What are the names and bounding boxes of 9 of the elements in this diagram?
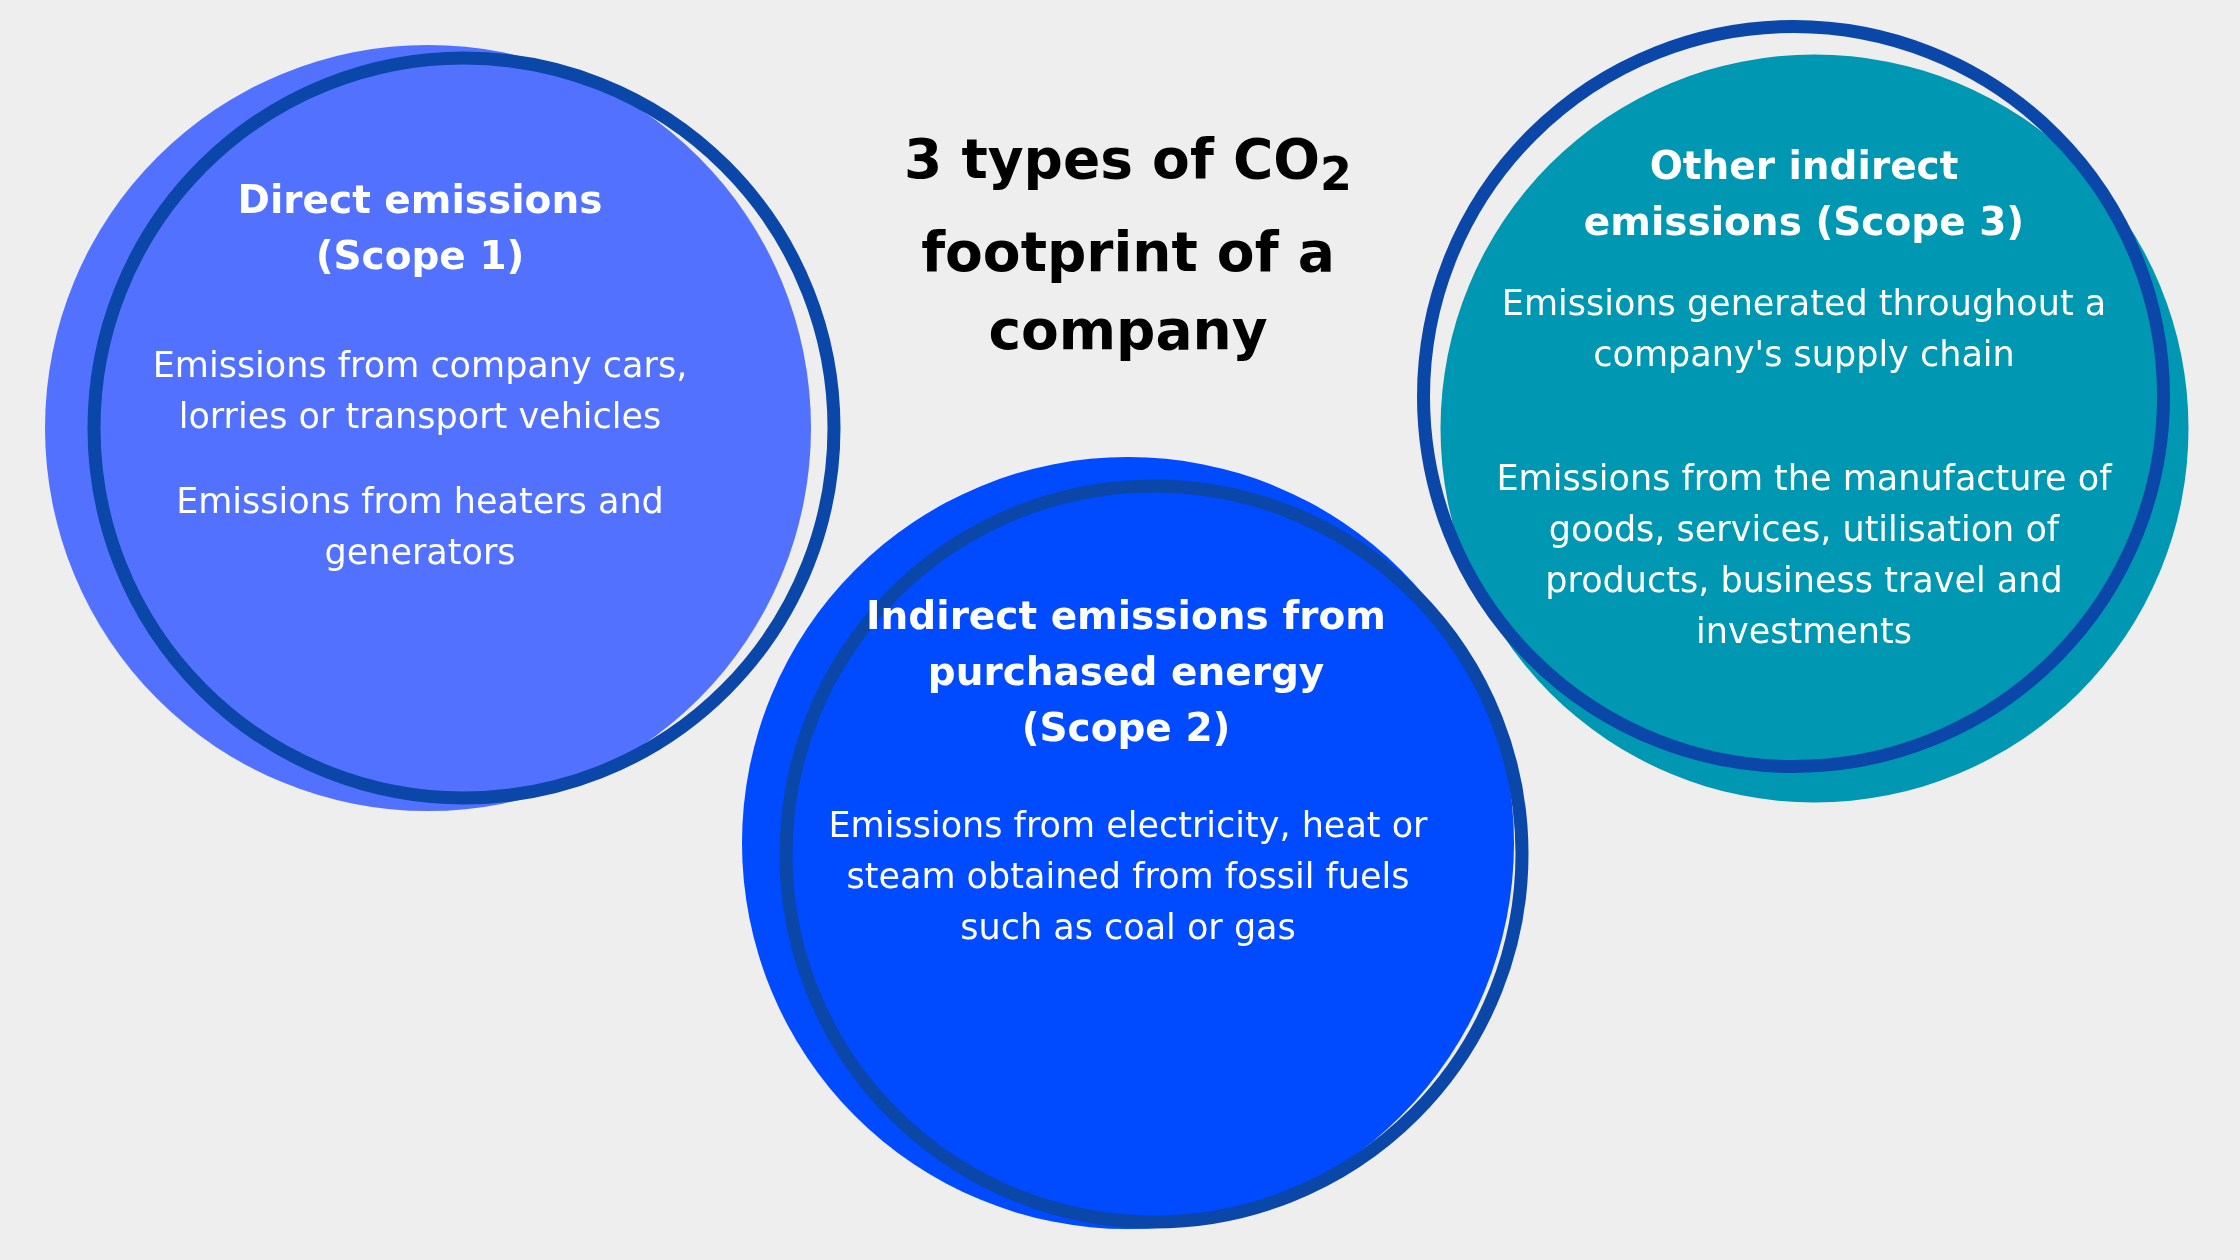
scope-description: Emissions generated throughout a company's supply chain [1500,282,2108,376]
scope-heading: Direct emissions (Scope 1) [236,176,604,280]
scope-description: Emissions from electricity, heat or steam obtained from fossil fuels such as coal or gas [828,804,1428,949]
scope-description: Emissions from heaters and generators [175,480,665,574]
scope-heading: Indirect emissions from purchased energy (Scope 2) [865,592,1387,752]
scope-description: Emissions from company cars, lorries or transport vehicles [151,344,689,438]
scope-heading: Other indirect emissions (Scope 3) [1582,142,2026,246]
scope-description: Emissions from the manufacture of goods, services, utilisation of products, business travel and investments [1495,457,2114,653]
diagram-title: 3 types of CO$_{2}$ footprint of a company [903,126,1353,364]
